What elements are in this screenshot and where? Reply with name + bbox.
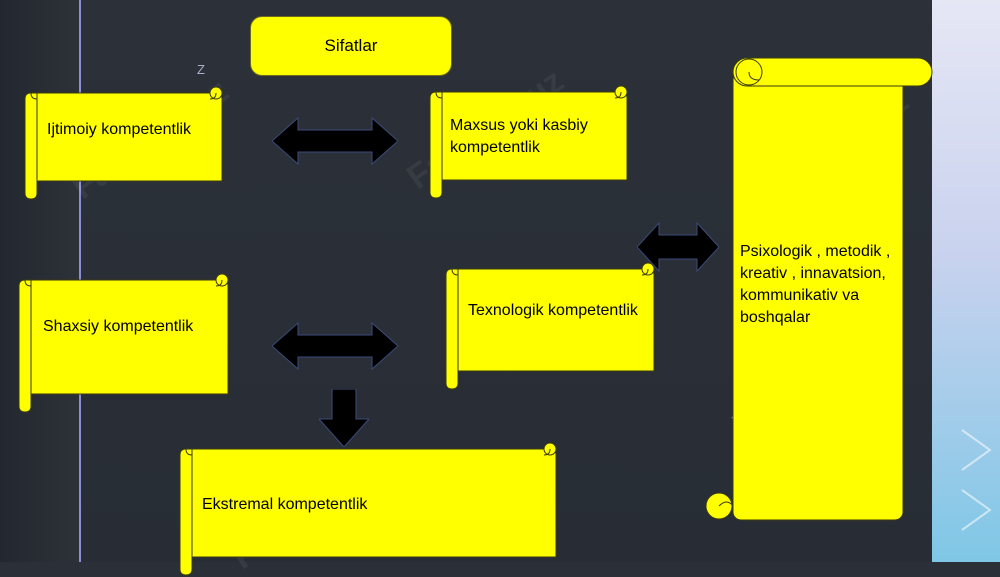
- node-label: Psixologik , metodik , kreativ , innavat…: [740, 243, 891, 326]
- double-arrow-icon: [637, 221, 719, 273]
- double-arrow-icon: [272, 321, 398, 371]
- node-label: Ekstremal kompetentlik: [202, 496, 368, 513]
- node-ekstremal: Ekstremal kompetentlik: [179, 442, 557, 576]
- scroll-shape: [429, 85, 628, 199]
- double-arrow-icon: [272, 116, 398, 166]
- node-label: Texnologik kompetentlik: [468, 302, 638, 319]
- scroll-shape: [18, 273, 229, 413]
- z-mark: Z: [197, 62, 205, 77]
- node-label: Ijtimoiy kompetentlik: [47, 121, 192, 138]
- title-text: Sifatlar: [324, 36, 378, 55]
- scroll-shape: [445, 262, 655, 390]
- title-box: Sifatlar: [250, 16, 452, 76]
- node-label: Shaxsiy kompetentlik: [43, 318, 194, 335]
- node-shaxsiy: Shaxsiy kompetentlik: [18, 273, 229, 413]
- scroll-shape: [705, 57, 933, 521]
- node-label: Maxsus yoki kasbiy kompetentlik: [450, 117, 588, 156]
- node-maxsus: Maxsus yoki kasbiy kompetentlik: [429, 85, 628, 199]
- node-texnologik: Texnologik kompetentlik: [445, 262, 655, 390]
- node-psixologik: Psixologik , metodik , kreativ , innavat…: [705, 57, 933, 522]
- node-ijtimoiy: Ijtimoiy kompetentlik: [24, 86, 223, 200]
- chevron-decoration-icon: [961, 429, 992, 531]
- down-arrow-icon: [319, 389, 369, 447]
- right-decorative-strip: [932, 0, 1000, 562]
- scroll-shape: [24, 86, 223, 200]
